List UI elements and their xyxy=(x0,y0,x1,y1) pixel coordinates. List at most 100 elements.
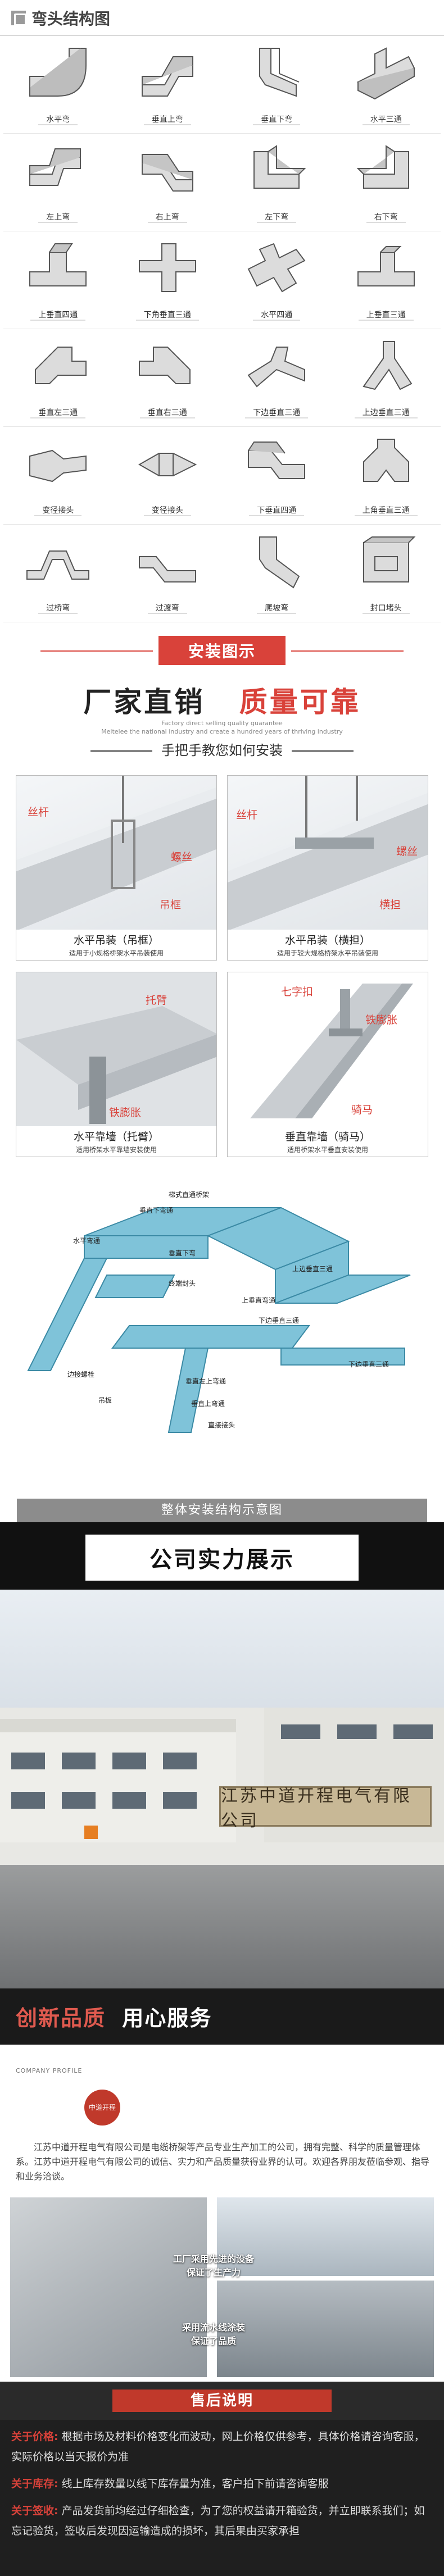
elbow-item: 垂直下弯 xyxy=(222,36,332,134)
elbow-caption: 上垂直四通 xyxy=(30,310,86,321)
struct-label: 垂直下弯 xyxy=(169,1249,196,1257)
label-frame: 吊框 xyxy=(160,899,182,911)
elbow-item: 水平四通 xyxy=(222,231,332,329)
elbow-caption: 上边垂直三通 xyxy=(354,407,418,418)
photo-caption: 垂直靠墙（骑马） 适用桥架水平垂直安装使用 xyxy=(228,1126,428,1157)
cable-tray-tee-icon xyxy=(357,246,415,286)
elbow-item: 垂直上弯 xyxy=(112,36,222,134)
tag-coating: 采用流水线涂装 保证了品质 xyxy=(182,2322,245,2346)
photo-production-line xyxy=(217,2281,434,2377)
label-clip: 七字扣 xyxy=(281,986,314,998)
elbow-item: 上垂直四通 xyxy=(3,231,113,329)
innovation-title: 创新品质 用心服务 xyxy=(16,2001,212,2032)
elbow-caption: 左下弯 xyxy=(257,212,297,223)
slogan-part-a: 厂家直销 xyxy=(83,686,205,718)
elbow-caption: 过渡弯 xyxy=(147,603,187,614)
tray-hang-frame-illustration xyxy=(16,776,216,931)
label-screw: 螺丝 xyxy=(396,845,418,858)
elbow-item: 左下弯 xyxy=(222,134,332,231)
elbow-caption: 上角垂直三通 xyxy=(354,505,418,516)
after-value: 根据市场及材料价格变化而波动，网上价格仅供参考，具体价格请咨询客服，实际价格以当… xyxy=(11,2431,425,2463)
cable-tray-tee-icon xyxy=(363,341,413,390)
after-sales-title: 售后说明 xyxy=(112,2390,332,2412)
elbow-item: 封口堵头 xyxy=(331,525,441,622)
elbow-caption: 变径接头 xyxy=(143,505,191,516)
company-logo: 中道开程 xyxy=(84,2090,120,2126)
elbow-caption: 变径接头 xyxy=(34,505,82,516)
after-value: 线上库存数量以线下库存量为准，客户拍下前请咨询客服 xyxy=(61,2478,329,2490)
elbow-caption: 左上弯 xyxy=(38,212,78,223)
cable-tray-reducer-icon xyxy=(29,449,87,483)
after-row-price: 关于价格: 根据市场及材料价格变化而波动，网上价格仅供参考，具体价格请咨询客服，… xyxy=(11,2427,433,2467)
struct-label: 边接螺栓 xyxy=(67,1371,95,1378)
tray-bracket-illustration xyxy=(16,972,216,1127)
install-photo-saddle: 七字扣 铁膨胀 骑马 垂直靠墙（骑马） 适用桥架水平垂直安装使用 xyxy=(227,972,428,1157)
cable-tray-tee-icon xyxy=(247,347,306,388)
elbow-item: 变径接头 xyxy=(112,427,222,525)
cable-tray-tee-icon xyxy=(138,243,196,292)
slogan: 厂家直销 质量可靠 xyxy=(0,680,444,720)
after-sales-header: 售后说明 xyxy=(0,2382,444,2420)
structure-caption-bar: 整体安装结构示意图 xyxy=(0,1499,444,1522)
photo-cable-trays xyxy=(10,2197,207,2377)
elbow-item: 左上弯 xyxy=(3,134,113,231)
after-row-stock: 关于库存: 线上库存数量以线下库存量为准，客户拍下前请咨询客服 xyxy=(11,2474,433,2494)
label-rod: 丝杆 xyxy=(236,809,258,821)
photo-caption-main: 水平吊装（吊框） xyxy=(73,934,159,946)
elbow-caption: 爬坡弯 xyxy=(257,603,297,614)
elbow-caption: 封口堵头 xyxy=(362,603,410,614)
elbow-caption: 过桥弯 xyxy=(38,603,78,614)
cable-tray-bridge-icon xyxy=(26,550,90,580)
cable-tray-elbow-icon xyxy=(29,48,87,97)
install-photo-bracket: 托臂 铁膨胀 水平靠墙（托臂） 适用桥架水平靠墙安装使用 xyxy=(16,972,217,1157)
after-sales-section: 售后说明 关于价格: 根据市场及材料价格变化而波动，网上价格仅供参考，具体价格请… xyxy=(0,2382,444,2576)
struct-label: 终端封头 xyxy=(169,1280,196,1287)
cable-tray-elbow-icon xyxy=(253,145,306,189)
cable-tray-reducer-icon xyxy=(138,453,197,476)
cable-tray-elbow-icon xyxy=(141,154,193,192)
label-saddle: 骑马 xyxy=(351,1104,373,1116)
photo-caption-main: 垂直靠墙（骑马） xyxy=(284,1131,370,1143)
elbow-caption: 垂直下弯 xyxy=(253,114,301,125)
cable-tray-slope-icon xyxy=(259,536,300,589)
struct-label: 垂直上弯通 xyxy=(191,1400,225,1408)
elbow-caption: 水平三通 xyxy=(362,114,410,125)
elbow-item: 垂直左三通 xyxy=(3,329,113,427)
elbow-caption: 水平四通 xyxy=(253,310,301,321)
cable-tray-cross-icon xyxy=(29,243,87,286)
label-crossbar: 横担 xyxy=(379,899,401,911)
structure-caption: 整体安装结构示意图 xyxy=(17,1499,427,1522)
elbow-grid: 水平弯 垂直上弯 垂直下弯 水平三通 左上弯 右上弯 左下弯 右下弯 xyxy=(0,36,444,622)
elbow-item: 下角垂直三通 xyxy=(112,231,222,329)
elbow-item: 右上弯 xyxy=(112,134,222,231)
struct-label: 直接接头 xyxy=(208,1421,235,1429)
innovation-header: 创新品质 用心服务 xyxy=(0,1988,444,2045)
structure-diagram xyxy=(27,1207,411,1433)
company-intro: 江苏中道开程电气有限公司是电缆桥架等产品专业生产加工的公司，拥有完整、科学的质量… xyxy=(16,2142,430,2182)
struct-label: 梯式直通桥架 xyxy=(169,1191,210,1199)
elbow-caption: 垂直上弯 xyxy=(143,114,191,125)
struct-label: 水平弯通 xyxy=(73,1237,101,1245)
after-key: 关于库存: xyxy=(11,2478,58,2490)
cable-tray-tee-icon xyxy=(35,347,87,384)
cable-tray-transition-icon xyxy=(138,556,196,582)
elbow-caption: 下角垂直三通 xyxy=(135,310,199,321)
tag-equipment: 工厂采用先进的设备 保证了生产力 xyxy=(173,2254,254,2278)
elbow-title-row: 弯头结构图 xyxy=(0,0,444,36)
cable-tray-cross-icon xyxy=(248,442,306,479)
install-photo-crossbar: 丝杆 螺丝 横担 水平吊装（横担） 适用于较大规格桥架水平吊装使用 xyxy=(227,775,428,961)
elbow-item: 下边垂直三通 xyxy=(222,329,332,427)
label-screw: 螺丝 xyxy=(171,851,193,863)
after-key: 关于签收: xyxy=(11,2505,58,2517)
cable-tray-elbow-icon xyxy=(29,148,81,186)
cable-tray-tee-icon xyxy=(138,347,191,384)
cable-tray-tee-icon xyxy=(363,439,409,482)
label-anchor: 铁膨胀 xyxy=(109,1107,142,1119)
elbow-section: 弯头结构图 水平弯 垂直上弯 垂直下弯 水平三通 左上弯 右上弯 xyxy=(0,0,444,623)
label-arm: 托臂 xyxy=(146,994,167,1007)
elbow-caption: 垂直左三通 xyxy=(30,407,86,418)
photo-caption-sub: 适用于较大规格桥架水平吊装使用 xyxy=(277,949,378,957)
elbow-caption: 水平弯 xyxy=(38,114,78,125)
innovation-section: 创新品质 用心服务 COMPANY PROFILE 中道开程 江苏中道开程电气有… xyxy=(0,1988,444,2382)
elbow-item: 变径接头 xyxy=(3,427,113,525)
